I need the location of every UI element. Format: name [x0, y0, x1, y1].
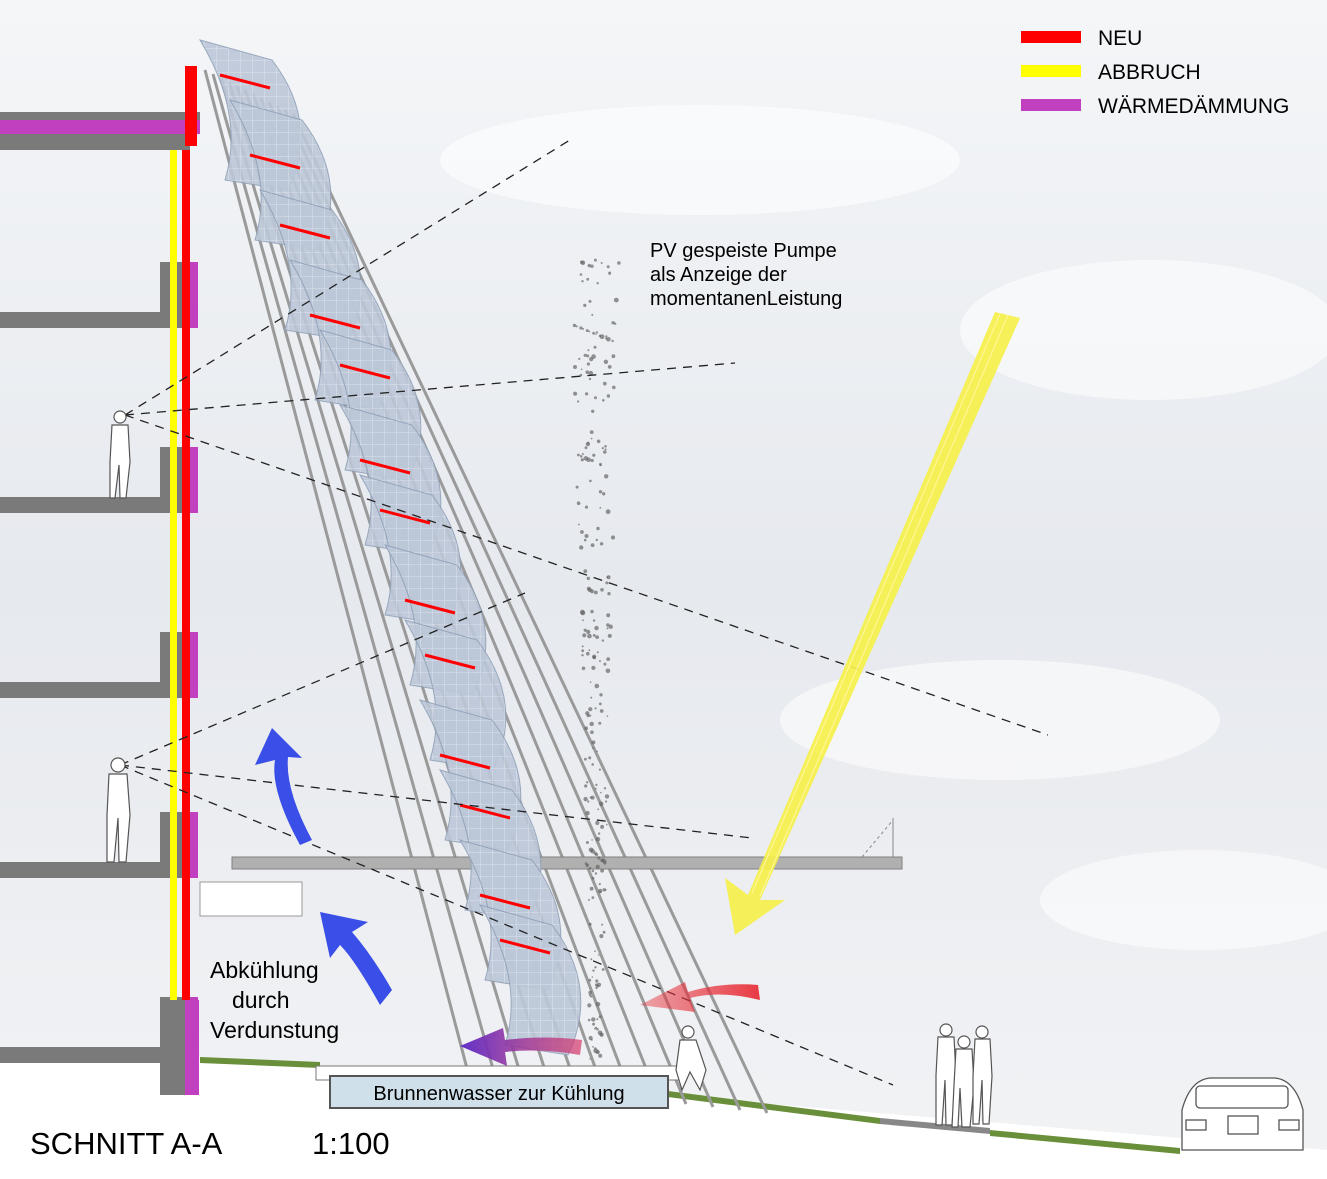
- legend-label: NEU: [1098, 27, 1142, 50]
- facade-layers: [170, 66, 197, 1000]
- new-panel-edge: [339, 363, 391, 380]
- new-panel-edge: [309, 313, 361, 330]
- pump-note-line-1: PV gespeiste Pumpe: [650, 240, 837, 262]
- floor-slab: [0, 312, 190, 328]
- balcony-slab: [199, 881, 303, 917]
- pump-note-line-3: momentanenLeistung: [650, 288, 842, 310]
- pump-note: PV gespeiste Pumpe als Anzeige der momen…: [650, 240, 842, 310]
- warm-air-arrow: [460, 982, 760, 1066]
- pv-panel-array: [198, 39, 582, 1056]
- legend-swatch: [1021, 31, 1081, 43]
- basin-label: Brunnenwasser zur Kühlung: [373, 1083, 624, 1105]
- legend: NEU ABBRUCH WÄRMEDÄMMUNG: [1021, 27, 1289, 118]
- cooling-note-line-3: Verdunstung: [210, 1017, 339, 1043]
- demolition-layer: [170, 150, 177, 1000]
- support-beam: [283, 109, 742, 1111]
- new-panel-edge: [279, 223, 331, 240]
- railing: [861, 818, 894, 858]
- base-insulation: [185, 1000, 199, 1095]
- car-front: [1181, 1077, 1304, 1151]
- cool-air-arrow: [255, 728, 392, 1005]
- floor-slab: [0, 682, 190, 698]
- new-panel-edge: [359, 458, 411, 475]
- legend-label: ABBRUCH: [1098, 61, 1201, 84]
- support-beam: [219, 77, 526, 1087]
- new-panel-edge: [424, 653, 476, 670]
- pump-note-line-2: als Anzeige der: [650, 264, 787, 286]
- support-beam: [203, 69, 472, 1081]
- cooling-note-line-1: Abkühlung: [210, 957, 319, 983]
- floor-slab: [0, 1047, 190, 1063]
- new-panel-edge: [379, 508, 431, 525]
- cooling-note-line-2: durch: [232, 987, 290, 1013]
- new-facade-layer: [182, 150, 190, 1000]
- cooling-note: Abkühlung durch Verdunstung: [210, 957, 339, 1043]
- floor-slab: [0, 497, 190, 513]
- section-title: SCHNITT A-A: [30, 1126, 223, 1161]
- support-beam: [291, 113, 769, 1114]
- pv-panel: [478, 904, 582, 1056]
- scale-label: 1:100: [312, 1126, 390, 1161]
- new-panel-edge: [479, 893, 531, 910]
- new-panel-edge: [219, 73, 271, 90]
- new-panel-edge: [404, 598, 456, 615]
- new-panel-edge: [249, 153, 301, 170]
- legend-label: WÄRMEDÄMMUNG: [1098, 95, 1289, 118]
- new-panel-edge: [499, 938, 551, 955]
- new-panel-edge: [439, 753, 491, 770]
- sight-lines: [119, 139, 1049, 1086]
- sun-ray-arrow: [725, 312, 1020, 935]
- horizontal-beam: [231, 856, 903, 870]
- support-beam: [211, 73, 499, 1084]
- clouds: [440, 105, 1327, 950]
- base-wall: [160, 1000, 185, 1095]
- floor-slab: [0, 862, 190, 878]
- person-figure: [106, 410, 993, 1128]
- roof-insulation: [0, 120, 200, 134]
- parapet-new: [185, 66, 197, 146]
- water-fountain: [572, 258, 621, 1060]
- new-panel-edge: [459, 803, 511, 820]
- legend-swatch: [1021, 99, 1081, 111]
- legend-swatch: [1021, 65, 1081, 77]
- water-basin: Brunnenwasser zur Kühlung: [315, 1065, 685, 1109]
